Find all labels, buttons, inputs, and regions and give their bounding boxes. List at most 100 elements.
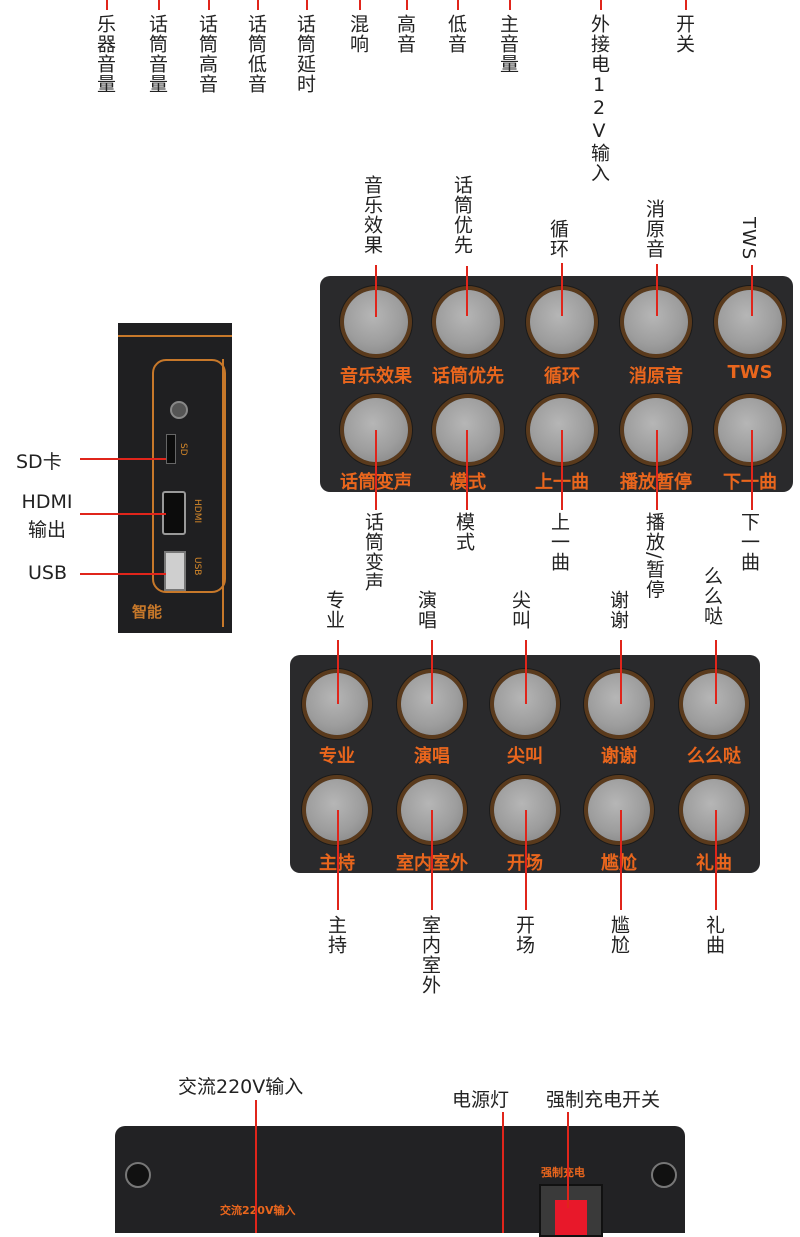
music-effect-text: 音乐效果 [340, 366, 412, 387]
pointer-line [375, 265, 377, 317]
label-professional: 专业 [323, 590, 345, 630]
mic-priority-text: 话筒优先 [432, 366, 504, 387]
scream-text: 尖叫 [507, 746, 543, 767]
pointer-line [715, 640, 717, 704]
divider [222, 359, 224, 627]
pointer-line [567, 1112, 569, 1208]
force-charge-switch[interactable] [555, 1200, 587, 1235]
label-awkward: 尴尬 [608, 915, 630, 955]
hdmi-port-text: HDMI [192, 499, 202, 524]
ac-input-panel-text: 交流220V输入 [220, 1204, 296, 1217]
label-mic-treble: 话筒高音 [196, 14, 218, 94]
pointer-line [620, 810, 622, 910]
pointer-line [80, 573, 166, 575]
screw-icon [651, 1162, 677, 1188]
label-bass: 低音 [445, 14, 467, 54]
pointer-line [208, 0, 210, 10]
label-power-switch: 开关 [673, 14, 695, 54]
usb-port-text: USB [192, 557, 202, 576]
brand-text: 智能 [132, 603, 163, 621]
label-12v-input: 外接电12V输入 [588, 14, 610, 183]
port-frame [152, 359, 226, 593]
usb-port[interactable] [164, 551, 186, 591]
label-treble: 高音 [394, 14, 416, 54]
pointer-line [525, 810, 527, 910]
label-opening: 开场 [513, 915, 535, 955]
label-sing: 演唱 [415, 590, 437, 630]
pointer-line [685, 0, 687, 10]
label-music-effect: 音乐效果 [361, 175, 383, 255]
sd-slot[interactable] [166, 434, 176, 464]
awkward-text: 尴尬 [601, 853, 637, 874]
pointer-line [359, 0, 361, 10]
pointer-line [656, 430, 658, 510]
label-vocal-cut: 消原音 [643, 199, 665, 259]
label-mode: 模式 [453, 512, 475, 552]
tws-button[interactable] [718, 290, 782, 354]
mic-priority-button[interactable] [436, 290, 500, 354]
tws-text: TWS [727, 362, 773, 383]
pointer-line [431, 810, 433, 910]
label-mic-volume: 话筒音量 [146, 14, 168, 94]
vocal-cut-text: 消原音 [629, 366, 683, 387]
kiss-button[interactable] [683, 673, 745, 735]
pointer-line [751, 430, 753, 510]
label-mic-delay: 话筒延时 [294, 14, 316, 94]
pointer-line [375, 430, 377, 510]
pointer-line [466, 430, 468, 510]
switch-housing [539, 1184, 603, 1237]
pointer-line [502, 1112, 504, 1233]
label-loop: 循环 [547, 219, 569, 259]
screw-icon [125, 1162, 151, 1188]
pointer-line [406, 0, 408, 10]
next-track-text: 下一曲 [723, 472, 777, 493]
pointer-line [561, 430, 563, 510]
label-voice-changer: 话筒变声 [362, 512, 384, 592]
power-panel-body: 交流220V输入 强制充电 [115, 1126, 685, 1237]
label-thanks: 谢谢 [607, 590, 629, 630]
screw-icon [170, 401, 188, 419]
label-tws: TWS [738, 217, 759, 261]
sd-port-text: SD [178, 443, 188, 456]
label-kiss: 么么哒 [701, 566, 723, 626]
label-main-volume: 主音量 [497, 14, 519, 74]
pointer-line [158, 0, 160, 10]
label-usb: USB [28, 562, 68, 584]
pointer-line [561, 263, 563, 316]
label-reverb: 混响 [347, 14, 369, 54]
kiss-text: 么么哒 [687, 746, 741, 767]
label-power-light: 电源灯 [452, 1089, 510, 1111]
force-charge-panel-text: 强制充电 [541, 1166, 585, 1179]
pointer-line [656, 264, 658, 316]
professional-text: 专业 [319, 746, 355, 767]
label-sd-card: SD卡 [16, 451, 62, 473]
pointer-line [751, 265, 753, 316]
awkward-button[interactable] [588, 779, 650, 841]
pointer-line [106, 0, 108, 10]
mode-button[interactable] [436, 398, 500, 462]
mode-text: 模式 [450, 472, 486, 493]
label-indoor-outdoor: 室内室外 [419, 915, 441, 995]
pointer-line [257, 0, 259, 10]
port-panel-body: SD HDMI USB 智能 [118, 323, 232, 633]
pointer-line [466, 266, 468, 316]
ceremony-button[interactable] [683, 779, 745, 841]
label-play-pause: 播放/暂停 [643, 512, 665, 600]
pointer-line [620, 640, 622, 704]
sing-text: 演唱 [414, 746, 450, 767]
pointer-line [80, 513, 166, 515]
thanks-text: 谢谢 [601, 746, 637, 767]
ceremony-text: 礼曲 [696, 853, 732, 874]
label-mic-bass: 话筒低音 [245, 14, 267, 94]
pointer-line [457, 0, 459, 10]
label-hdmi-output: HDMI输出 [21, 491, 73, 541]
loop-text: 循环 [544, 366, 580, 387]
pointer-line [431, 640, 433, 704]
pointer-line [337, 810, 339, 910]
thanks-button[interactable] [588, 673, 650, 735]
label-ceremony: 礼曲 [703, 915, 725, 955]
pointer-line [306, 0, 308, 10]
divider [118, 335, 232, 337]
pointer-line [337, 640, 339, 704]
next-track-button[interactable] [718, 398, 782, 462]
